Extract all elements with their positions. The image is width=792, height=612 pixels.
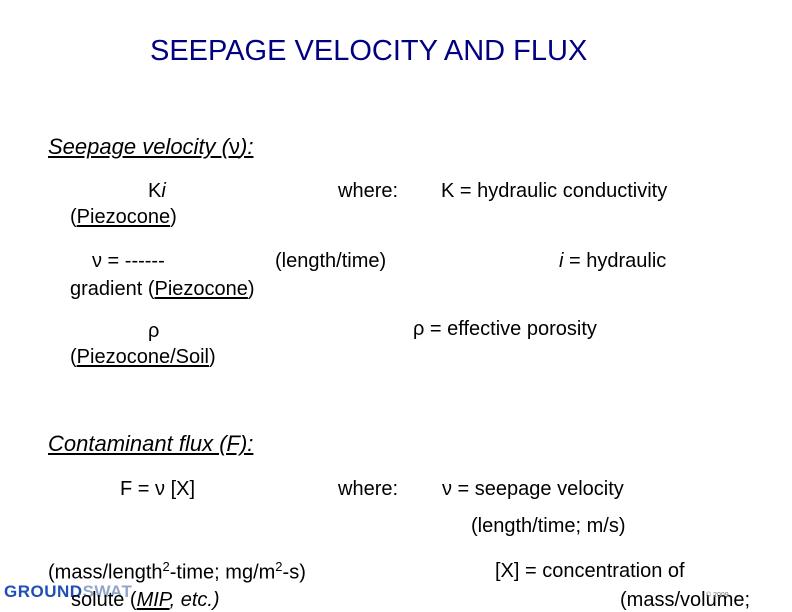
- page-title: SEEPAGE VELOCITY AND FLUX: [150, 35, 588, 67]
- solute-note: solute (MIP, etc.): [71, 589, 220, 611]
- where-label: where:: [338, 478, 399, 500]
- rho-definition: ρ = effective porosity: [413, 318, 597, 340]
- nu-equation: ν = ------: [92, 250, 165, 272]
- length-time-units: (length/time): [275, 250, 387, 272]
- piezocone-soil-note: (Piezocone/Soil): [70, 346, 216, 368]
- contaminant-flux-heading: Contaminant flux (F):: [48, 431, 254, 456]
- mip-link[interactable]: MIP: [136, 589, 170, 611]
- copyright-footnote: © 2009: [706, 592, 729, 599]
- piezocone-link[interactable]: Piezocone: [154, 278, 248, 300]
- mass-volume-units: (mass/volume;: [620, 589, 751, 611]
- flux-equation: F = ν [X]: [120, 478, 196, 500]
- seepage-velocity-heading: Seepage velocity (ν):: [48, 134, 254, 159]
- gradient-note: gradient (Piezocone): [70, 278, 255, 300]
- piezocone-link[interactable]: Piezocone: [76, 206, 171, 228]
- i-definition: i = hydraulic: [559, 250, 667, 272]
- nu-symbol: ν: [229, 134, 240, 159]
- groundswat-logo: GROUNDSWAT: [4, 582, 133, 601]
- k-definition: K = hydraulic conductivity: [441, 180, 668, 202]
- nu-definition: ν = seepage velocity: [442, 478, 624, 500]
- x-definition: [X] = concentration of: [495, 560, 685, 582]
- piezocone-note: (Piezocone): [70, 206, 177, 228]
- piezocone-soil-link[interactable]: Piezocone/Soil: [76, 346, 209, 368]
- where-label: where:: [338, 180, 399, 202]
- ki-numerator: Ki: [148, 180, 166, 202]
- rho-denominator: ρ: [148, 320, 160, 342]
- flux-units: (mass/length2-time; mg/m2-s): [48, 559, 306, 584]
- nu-units: (length/time; m/s): [471, 515, 626, 537]
